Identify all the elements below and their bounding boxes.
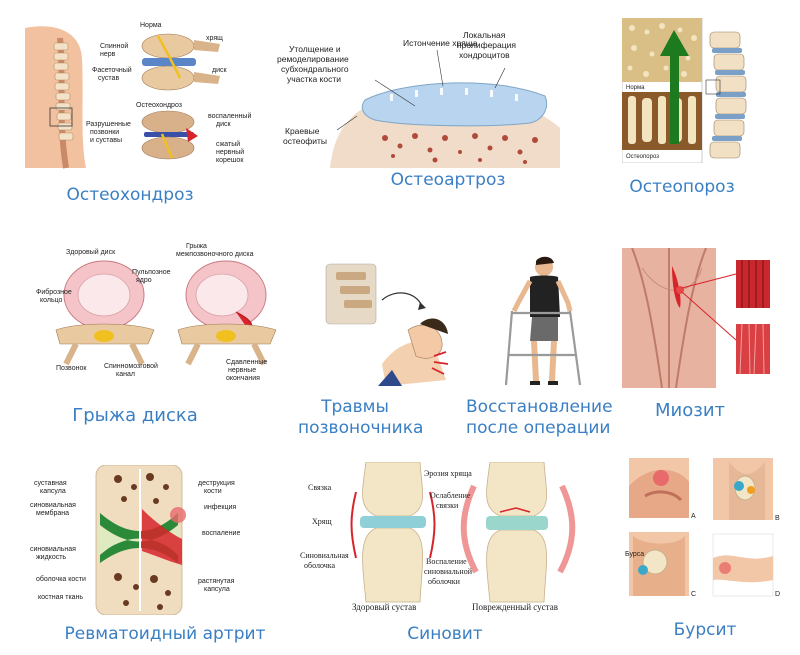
ra-capsule-label-2: капсула [40,488,66,495]
ra-bonetissue-label: костная ткань [38,594,83,601]
osteoarthrosis-illustration: Истончение хряща Локальная пролиферация … [277,30,560,168]
oc-norm-label: Норма [140,22,162,29]
dh-squeezed-label-1: Сдавленные [226,359,267,366]
caption-myositis: Миозит [655,400,725,421]
oc-destroyed-label-1: Разрушенные [86,121,131,128]
caption-bursitis: Бурсит [673,620,737,640]
osteochondrosis-illustration: Норма Спинной нерв хрящ Фасеточный суста… [25,20,258,169]
rheumatoid-illustration: суставная капсула синовиальная мембрана … [30,465,240,615]
ra-synfluid-label-2: жидкость [36,554,66,561]
caption-spine-trauma-line1: Травмы [321,397,389,417]
oc-facet-label-2: сустав [98,75,119,82]
caption-recovery-line1: Восстановление [466,397,613,417]
oa-edge-label-2: остеофиты [283,136,327,146]
spine-trauma-illustration [325,263,449,386]
dh-vertebra-label: Позвонок [56,365,87,372]
dh-fibrous-label-1: Фиброзное [36,288,72,296]
oc-osteochondrosis-label: Остеохондроз [136,102,182,109]
sy-cartilage-label: Хрящ [312,517,332,526]
oc-destroyed-label-2: позвонки [90,129,119,136]
disc-hernia-illustration: Здоровый диск Грыжа межпозвоночного диск… [36,243,277,382]
dh-fibrous-label-2: кольцо [40,297,63,304]
dh-canal-label-1: Спинномозговой [104,362,158,370]
oa-thick-label-2: ремоделирование [277,54,349,64]
oc-spinal-nerve-label-2: нерв [100,51,116,58]
myositis-illustration [622,248,770,388]
caption-recovery-line2: после операции [466,418,611,438]
oa-thick-label-4: участка кости [287,74,341,84]
caption-spine-trauma-line2: позвоночника [298,418,424,438]
dh-squeezed-label-3: окончания [226,375,260,382]
oc-inflamed-label-1: воспаленный [208,112,251,120]
oa-thick-label-1: Утолщение и [289,44,341,54]
ra-inflammation-label: воспаление [202,530,240,537]
ra-capsule-label-1: суставная [34,480,67,487]
dh-hernia-label-1: Грыжа [186,243,207,250]
op-norm-label: Норма [626,85,645,91]
oc-pinched-label-3: корешок [216,157,244,164]
oc-facet-label-1: Фасеточный [92,66,132,74]
dh-pulpous-label-1: Пульпозное [132,269,171,276]
ra-destruct-label-2: кости [204,488,222,495]
ra-destruct-label-1: деструкция [198,480,235,487]
osteoporosis-illustration: Норма Остеопороз [622,18,747,163]
oa-thinning-label: Истончение хряща [403,38,478,48]
oc-pinched-label-2: нервный [216,148,244,156]
sy-weak-label-2: связки [436,501,459,510]
bu-a-label: A [691,513,696,520]
oc-cartilage-label: хрящ [206,35,223,42]
ra-stretched-label-2: капсула [204,586,230,593]
ra-synmem-label-1: синовиальная [30,502,76,509]
oa-local-label-3: хондроцитов [459,50,510,60]
synovitis-illustration: Связка Хрящ Синовиальная оболочка Эрозия… [300,462,576,612]
sy-healthy-label: Здоровый сустав [352,602,416,612]
oc-spinal-nerve-label-1: Спинной [100,42,128,50]
caption-osteochondrosis: Остеохондроз [66,185,194,205]
sy-ligament-label: Связка [308,483,332,492]
oa-edge-label-1: Краевые [285,126,320,136]
ra-infection-label: инфекция [204,504,236,511]
sy-infl-label-2: синовиальной [424,567,473,576]
sy-infl-label-1: Воспаление [426,557,467,566]
dh-hernia-label-2: межпозвоночного диска [176,251,254,258]
sy-synmem-label-2: оболочка [304,561,336,570]
caption-synovitis: Синовит [407,624,483,644]
caption-rheumatoid: Ревматоидный артрит [64,624,266,644]
dh-pulpous-label-2: ядро [136,277,152,284]
sy-damaged-label: Поврежденный сустав [472,602,558,612]
oa-local-label-2: пролиферация [457,40,516,50]
oc-inflamed-label-2: диск [216,121,231,128]
op-osteoporosis-label: Остеопороз [626,154,659,160]
bursitis-illustration: A B C D Бурса [625,458,780,598]
sy-infl-label-3: оболочки [428,577,461,586]
sy-weak-label-1: Ослабление [430,491,471,500]
oc-disc-label: диск [212,67,227,74]
dh-healthy-label: Здоровый диск [66,248,116,256]
bu-c-label: C [691,591,696,598]
caption-disc-hernia: Грыжа диска [72,405,198,426]
caption-osteoarthrosis: Остеоартроз [390,170,506,190]
ra-synfluid-label-1: синовиальная [30,546,76,553]
dh-squeezed-label-2: нервные [228,367,256,374]
oa-local-label-1: Локальная [463,30,506,40]
oc-pinched-label-1: сжатый [216,140,240,148]
ra-stretched-label-1: растянутая [198,578,235,585]
oa-thick-label-3: субхондрального [281,64,349,74]
ra-synmem-label-2: мембрана [36,509,69,517]
ra-bonecover-label: оболочка кости [36,575,86,583]
bu-d-label: D [775,591,780,598]
bu-bursa-label: Бурса [625,551,644,558]
oc-destroyed-label-3: и суставы [90,137,122,144]
sy-synmem-label-1: Синовиальная [300,551,349,560]
caption-osteoporosis: Остеопороз [629,177,735,197]
recovery-illustration [504,256,582,386]
sy-erosion-label: Эрозия хряща [424,469,472,478]
bu-b-label: B [775,515,780,522]
dh-canal-label-2: канал [116,371,135,378]
